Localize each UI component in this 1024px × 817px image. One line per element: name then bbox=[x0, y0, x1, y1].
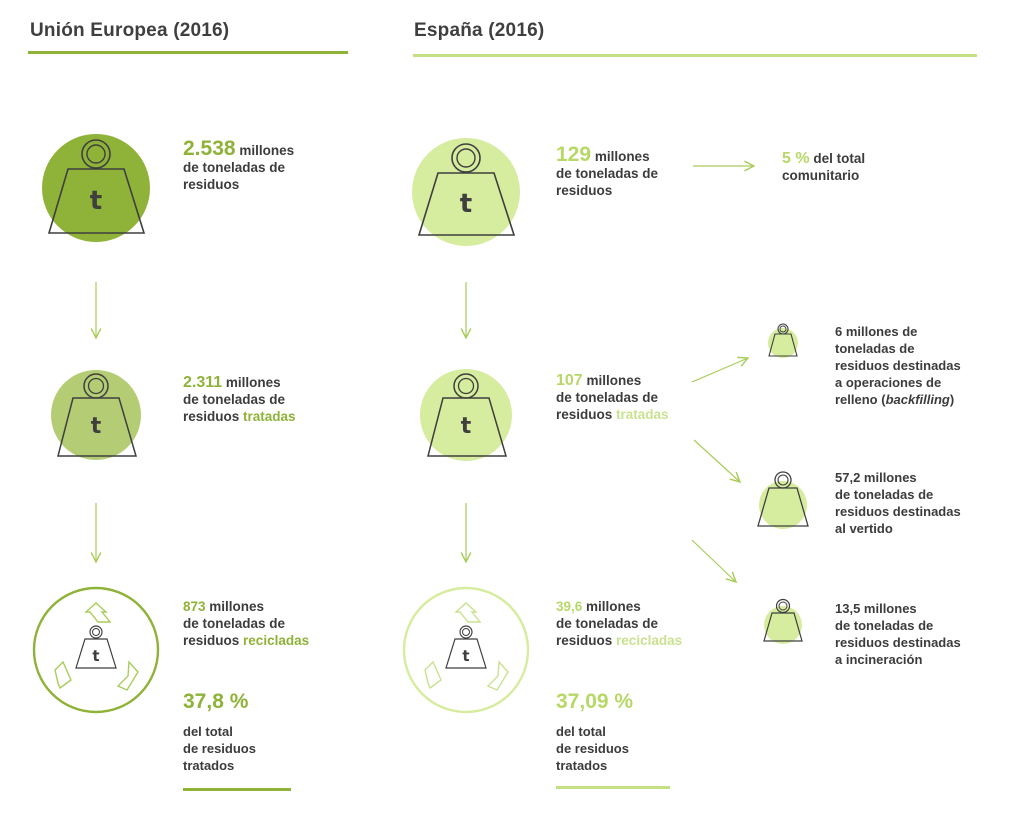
es-backfilling-weight-icon bbox=[768, 323, 798, 358]
es-share-text: 5 % del total comunitario bbox=[782, 150, 866, 183]
es-treated-value: 107 bbox=[556, 372, 583, 389]
eu-treated-weight-icon: t bbox=[51, 370, 141, 460]
es-total-weight-icon: t bbox=[412, 138, 520, 246]
es-recycling-icon: t bbox=[402, 586, 530, 714]
es-arrow-to-landfill bbox=[693, 439, 740, 482]
eu-recycled-weight-glyph: t bbox=[92, 647, 99, 665]
es-pct-text: del total de residuos tratados bbox=[556, 724, 629, 773]
es-recycled-text: 39,6 millones de toneladas de residuos r… bbox=[556, 599, 683, 648]
eu-total-weight-glyph: t bbox=[90, 186, 102, 216]
eu-treated-value: 2.311 bbox=[183, 374, 223, 391]
eu-treated-highlight: tratadas bbox=[243, 409, 296, 424]
eu-pct-value: 37,8 % bbox=[183, 690, 249, 713]
es-backfilling-text: 6 millones de toneladas de residuos dest… bbox=[835, 324, 961, 407]
eu-total-value: 2.538 bbox=[183, 137, 236, 160]
es-heading-rule bbox=[413, 54, 977, 57]
es-recycled-value: 39,6 bbox=[556, 599, 583, 614]
eu-total-weight-icon: t bbox=[42, 134, 150, 242]
es-incineration-weight-icon bbox=[763, 598, 803, 644]
es-arrow-to-backfilling bbox=[691, 358, 748, 383]
es-recycled-highlight: recicladas bbox=[616, 633, 683, 648]
es-total-weight-glyph: t bbox=[460, 189, 472, 219]
es-arrow-to-incineration bbox=[691, 539, 736, 582]
eu-recycled-highlight: recicladas bbox=[243, 633, 310, 648]
es-pct-value: 37,09 % bbox=[556, 690, 634, 713]
eu-pct-text: del total de residuos tratados bbox=[183, 724, 256, 773]
eu-heading: Unión Europea (2016) bbox=[30, 20, 230, 41]
es-heading: España (2016) bbox=[414, 20, 545, 41]
eu-pct-underline bbox=[183, 788, 291, 791]
eu-treated-weight-glyph: t bbox=[91, 414, 102, 439]
es-treated-highlight: tratadas bbox=[616, 407, 669, 422]
es-landfill-weight-icon bbox=[757, 471, 809, 529]
eu-total-text: 2.538 millones de toneladas de residuos bbox=[183, 137, 295, 192]
es-pct-underline bbox=[556, 786, 670, 789]
es-treated-weight-glyph: t bbox=[461, 414, 472, 439]
es-recycled-weight-glyph: t bbox=[462, 647, 469, 665]
es-incineration-text: 13,5 millones de toneladas de residuos d… bbox=[835, 601, 961, 667]
es-treated-text: 107 millones de toneladas de residuos tr… bbox=[556, 372, 669, 422]
es-backfilling-italic: backfilling bbox=[885, 392, 950, 407]
eu-heading-rule bbox=[28, 51, 348, 54]
eu-recycled-value: 873 bbox=[183, 599, 206, 614]
es-landfill-text: 57,2 millones de toneladas de residuos d… bbox=[835, 470, 961, 536]
eu-treated-text: 2.311 millones de toneladas de residuos … bbox=[183, 374, 296, 424]
eu-recycling-icon: t bbox=[32, 586, 160, 714]
es-total-text: 129 millones de toneladas de residuos bbox=[556, 143, 659, 198]
es-share-value: 5 % bbox=[782, 150, 810, 167]
es-treated-weight-icon: t bbox=[420, 369, 512, 461]
es-total-value: 129 bbox=[556, 143, 592, 166]
eu-recycled-text: 873 millones de toneladas de residuos re… bbox=[183, 599, 310, 648]
